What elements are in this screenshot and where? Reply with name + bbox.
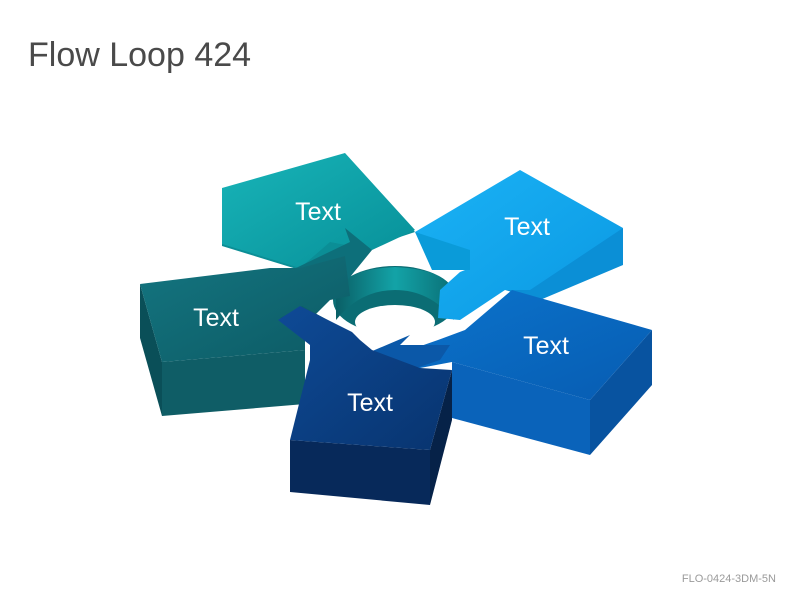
segment-4-top [278,306,452,450]
segment-5-label: Text [193,304,239,332]
segment-3-side-right [590,330,652,455]
segment-3[interactable]: Text [370,290,652,455]
segment-3-label: Text [523,332,569,360]
segment-4-side-front [290,440,430,505]
slide-code: FLO-0424-3DM-5N [681,573,776,585]
segment-5-side-left [140,284,162,416]
segment-5-side-front [162,350,305,416]
segment-3-side-front [452,362,590,455]
segment-4-side-right [430,370,452,505]
segment-1[interactable]: Text [222,153,415,282]
page-title: Flow Loop 424 [28,36,252,74]
segment-4[interactable]: Text [278,306,452,505]
segment-1-label: Text [295,198,341,226]
segment-4-label: Text [347,389,393,417]
segment-2-arrowhead [415,232,470,270]
center-ring [333,266,457,339]
segment-5[interactable]: Text [140,256,350,416]
segment-2[interactable]: Text [415,170,623,320]
segment-5-top [140,256,350,362]
segment-2-top [415,170,623,320]
segment-3-top [392,290,652,400]
segment-2-label: Text [504,213,550,241]
segment-1-top [222,153,415,268]
